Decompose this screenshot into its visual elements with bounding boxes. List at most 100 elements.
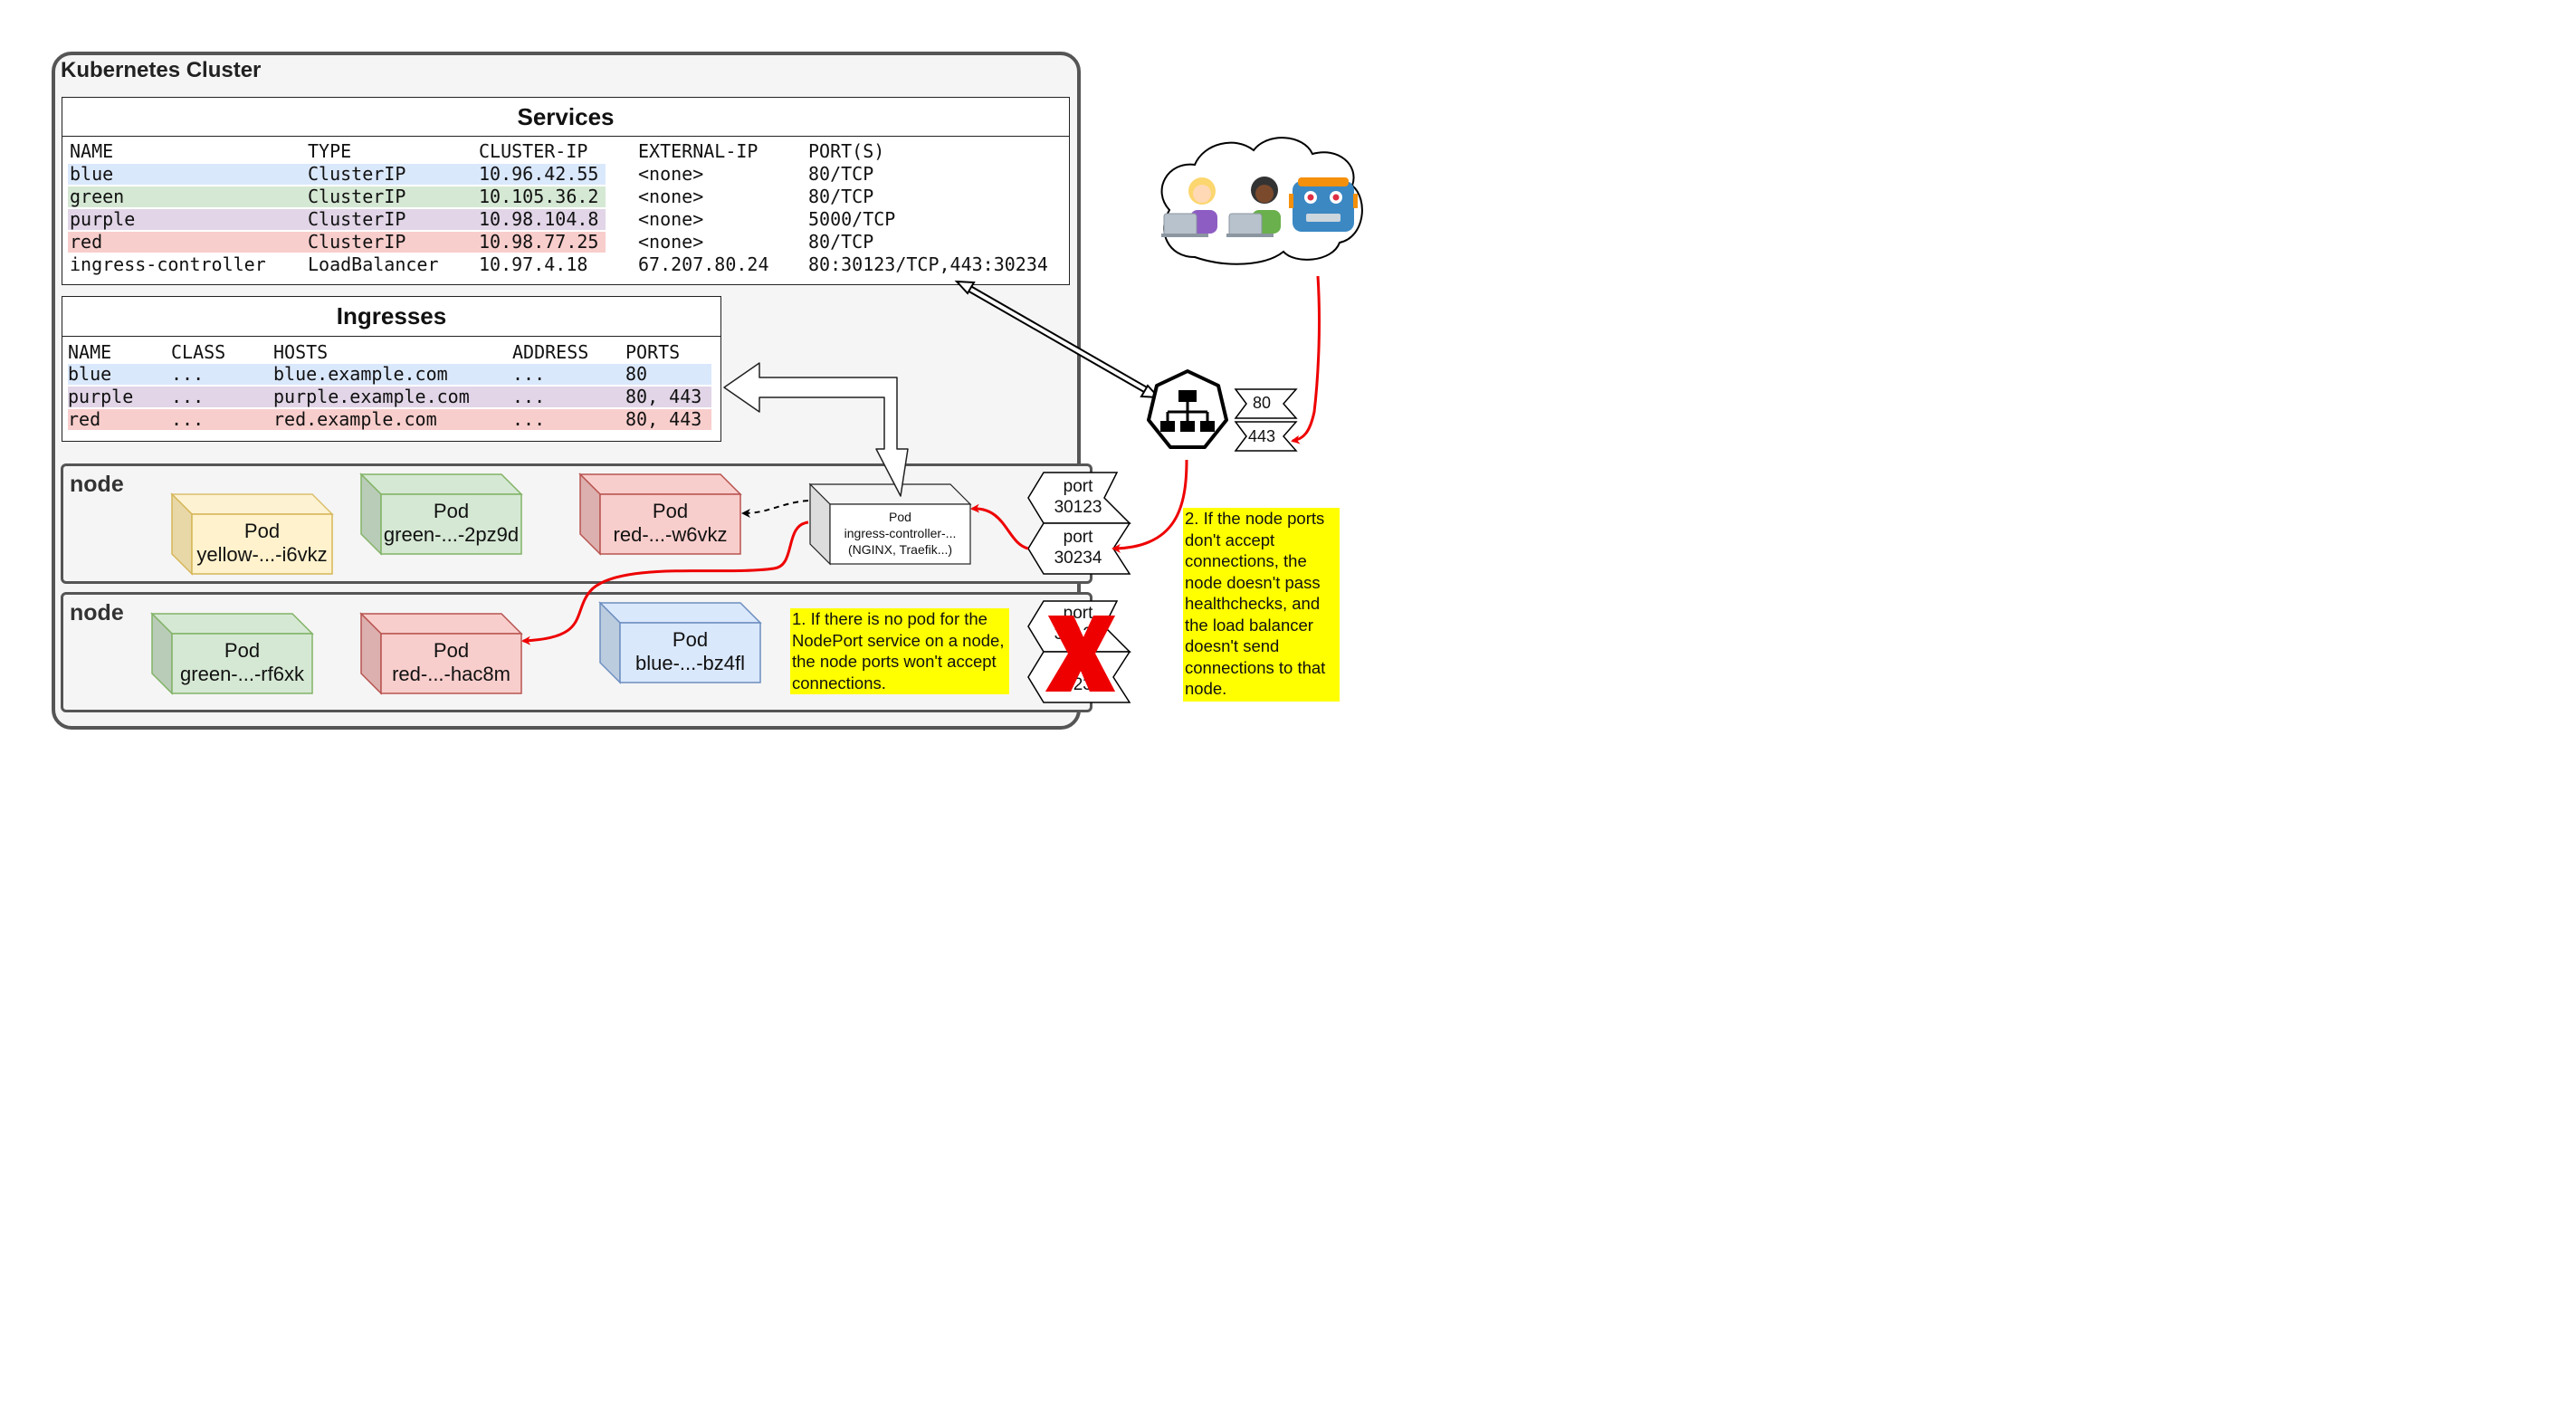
- ingress-address: ...: [512, 408, 546, 430]
- dashed-proxy-arrow: [741, 500, 809, 518]
- service-external-ip: <none>: [638, 163, 704, 185]
- node-port-label: port: [1063, 528, 1093, 547]
- pod-name: red-...-w6vkz: [613, 523, 728, 546]
- ingress-row-bg: [68, 409, 711, 430]
- pod-name: red-...-hac8m: [392, 663, 510, 685]
- ingress-hosts: red.example.com: [273, 408, 437, 430]
- service-name: blue: [70, 163, 114, 185]
- pod-name: yellow-...-i6vkz: [196, 543, 328, 566]
- ingress-row-bg: [68, 387, 711, 407]
- service-name: purple: [70, 208, 136, 230]
- red-arrow-lb-to-nodeport: [1111, 459, 1188, 553]
- diagram-graphics: [150, 137, 1363, 703]
- services-row-bg: [68, 164, 606, 185]
- services-header-name: NAME: [70, 140, 114, 162]
- ingresses-header-hosts: HOSTS: [273, 341, 329, 363]
- pod-red-box: [359, 612, 523, 695]
- ingress-class: ...: [171, 386, 205, 407]
- service-name: green: [70, 186, 125, 207]
- services-header-ports: PORT(S): [808, 140, 885, 162]
- node-port-number: 30123: [1054, 498, 1102, 517]
- pod-label: Pod: [433, 500, 470, 522]
- services-header-type: TYPE: [308, 140, 352, 162]
- service-ports: 80:30123/TCP,443:30234: [808, 253, 1048, 275]
- pod-name: green-...-rf6xk: [180, 663, 304, 685]
- ingresses-header-address: ADDRESS: [512, 341, 589, 363]
- ingress-ports: 80: [625, 363, 648, 385]
- users-cloud-icon: [1160, 137, 1363, 265]
- ingress-row-bg: [68, 364, 711, 385]
- pod-green-box: [359, 473, 523, 556]
- pod-label: Pod: [243, 520, 281, 542]
- note-no-pod: 1. If there is no pod for the NodePort s…: [790, 608, 1009, 694]
- service-ports: 80/TCP: [808, 231, 874, 253]
- ingresses-title: Ingresses: [62, 297, 720, 337]
- ingresses-header-class: CLASS: [171, 341, 226, 363]
- ingress-name: purple: [68, 386, 134, 407]
- pod-name: blue-...-bz4fl: [634, 652, 746, 674]
- service-cluster-ip: 10.96.42.55: [479, 163, 599, 185]
- pod-label: Pod: [224, 639, 261, 662]
- pod-green-box: [150, 612, 314, 695]
- ingress-ports: 80, 443: [625, 386, 702, 407]
- ingresses-header-name: NAME: [68, 341, 112, 363]
- ingress-name: red: [68, 408, 101, 430]
- services-header-cluster-ip: CLUSTER-IP: [479, 140, 588, 162]
- pod-label: Pod: [672, 628, 709, 651]
- services-header-external-ip: EXTERNAL-IP: [638, 140, 758, 162]
- node-port-number: 30234: [1054, 549, 1102, 568]
- pod-label: Pod: [652, 500, 689, 522]
- services-row-bg: [68, 209, 606, 230]
- service-ports: 5000/TCP: [808, 208, 896, 230]
- service-external-ip: <none>: [638, 186, 704, 207]
- service-cluster-ip: 10.105.36.2: [479, 186, 599, 207]
- lb-port-443-label: 443: [1247, 427, 1276, 445]
- node-1-title: node: [70, 472, 124, 497]
- ingress-class: ...: [171, 363, 205, 385]
- ingress-hosts: blue.example.com: [273, 363, 448, 385]
- services-row-bg: [68, 232, 606, 253]
- pod-name: ingress-controller-...: [844, 526, 957, 540]
- node-port-label: port: [1063, 477, 1093, 496]
- lb-service-arrow: [954, 280, 1161, 399]
- services-title: Services: [62, 98, 1069, 137]
- service-name: ingress-controller: [70, 253, 266, 275]
- red-arrow-ingress-to-red-pod: [521, 520, 809, 645]
- pod-red-box: [578, 473, 742, 556]
- red-arrow-nodeport-to-ingress: [970, 503, 1029, 550]
- red-x-overlay: [1045, 616, 1115, 692]
- services-row-bg: [68, 186, 606, 207]
- ingress-config-arrow: [723, 362, 909, 497]
- lb-port-80-label: 80: [1252, 394, 1272, 412]
- pod-label: Pod: [889, 510, 911, 524]
- service-name: red: [70, 231, 103, 253]
- service-external-ip: 67.207.80.24: [638, 253, 769, 275]
- red-arrow-users-to-lb: [1291, 275, 1321, 444]
- ingress-class: ...: [171, 408, 205, 430]
- ingress-address: ...: [512, 363, 546, 385]
- pod-yellow-box: [170, 492, 334, 576]
- pod-subtitle: (NGINX, Traefik...): [847, 542, 953, 557]
- pod-ingress-controller-box: [808, 482, 972, 566]
- service-cluster-ip: 10.97.4.18: [479, 253, 588, 275]
- lb-port-443-tag: [1234, 421, 1298, 452]
- pod-label: Pod: [433, 639, 470, 662]
- note-healthcheck: 2. If the node ports don't accept connec…: [1183, 508, 1340, 702]
- service-type: ClusterIP: [308, 163, 406, 185]
- service-cluster-ip: 10.98.104.8: [479, 208, 599, 230]
- pod-blue-box: [598, 601, 762, 684]
- ingresses-header-ports: PORTS: [625, 341, 681, 363]
- service-external-ip: <none>: [638, 231, 704, 253]
- service-ports: 80/TCP: [808, 186, 874, 207]
- service-external-ip: <none>: [638, 208, 704, 230]
- service-type: ClusterIP: [308, 208, 406, 230]
- ingress-name: blue: [68, 363, 112, 385]
- lb-port-80-tag: [1234, 388, 1298, 419]
- pod-name: green-...-2pz9d: [383, 523, 520, 546]
- cluster-title: Kubernetes Cluster: [61, 58, 262, 82]
- service-type: ClusterIP: [308, 186, 406, 207]
- service-ports: 80/TCP: [808, 163, 874, 185]
- node-2-title: node: [70, 600, 124, 626]
- ingress-address: ...: [512, 386, 546, 407]
- service-type: LoadBalancer: [308, 253, 439, 275]
